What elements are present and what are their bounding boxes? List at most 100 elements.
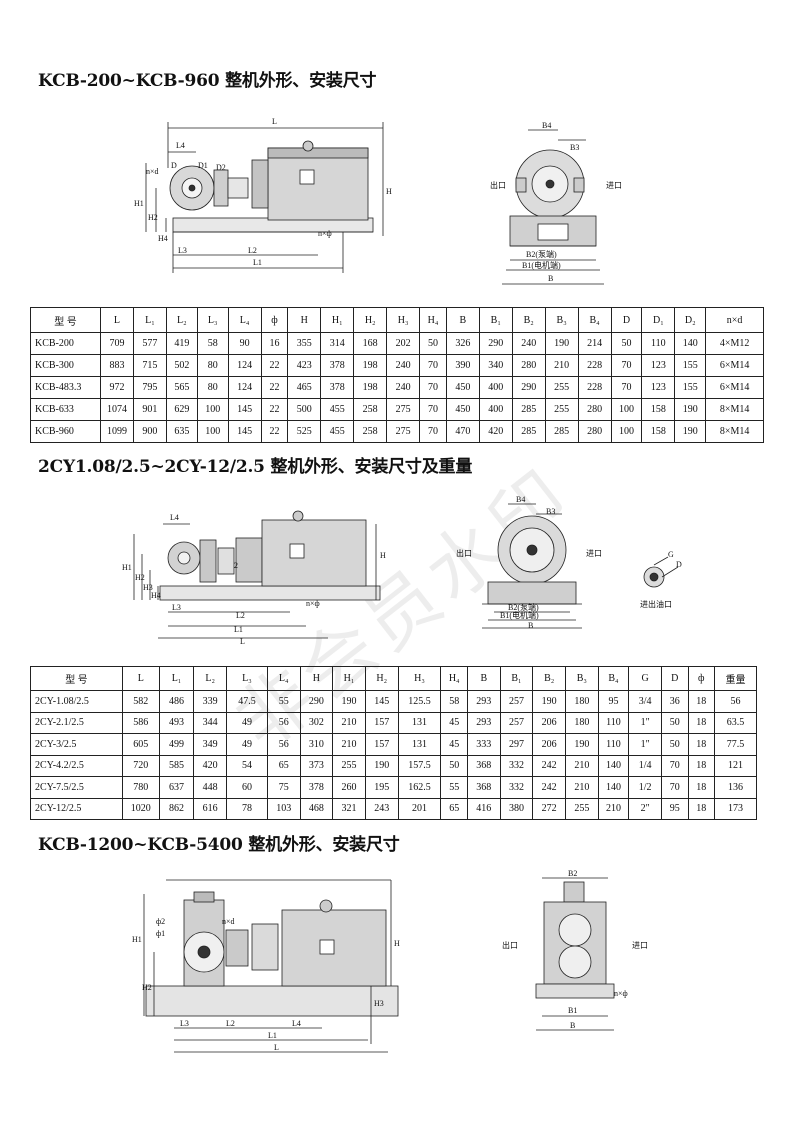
- value-cell: 190: [544, 332, 579, 355]
- value-cell: 157.5: [397, 754, 442, 777]
- value-cell: 190: [564, 733, 599, 756]
- value-cell: 6×M14: [705, 376, 764, 399]
- value-cell: 110: [641, 332, 676, 355]
- value-cell: 302: [299, 711, 334, 734]
- dim-D1: D1: [198, 161, 208, 170]
- label-G: G: [668, 550, 674, 559]
- dim-B2: B2: [568, 869, 577, 878]
- col-header: H: [287, 307, 322, 333]
- value-cell: 198: [353, 376, 388, 399]
- col-header: B₄: [577, 307, 612, 333]
- value-cell: 586: [121, 711, 160, 734]
- label-inlet: 进口: [632, 941, 648, 950]
- value-cell: 605: [121, 733, 160, 756]
- col-header: H₂: [353, 307, 388, 333]
- dim-B1: B1: [568, 1006, 577, 1015]
- value-cell: 157: [364, 733, 399, 756]
- value-cell: 70: [660, 754, 689, 777]
- value-cell: 58: [196, 332, 229, 355]
- value-cell: 210: [564, 776, 599, 799]
- value-cell: 400: [478, 376, 513, 399]
- dim-H1: H1: [132, 935, 142, 944]
- value-cell: 455: [320, 398, 355, 421]
- col-header: B₁: [478, 307, 513, 333]
- value-cell: 257: [499, 711, 534, 734]
- value-cell: 368: [466, 754, 501, 777]
- value-cell: 206: [532, 711, 566, 734]
- label-D: D: [676, 560, 682, 569]
- value-cell: 78: [226, 797, 268, 820]
- dim-B2: B2(泵端): [526, 249, 557, 259]
- value-cell: 123: [641, 354, 676, 377]
- value-cell: 285: [511, 398, 546, 421]
- value-cell: 285: [511, 420, 546, 443]
- col-header: D: [610, 307, 643, 333]
- dim-B2: B2(泵端): [508, 602, 539, 612]
- value-cell: 110: [597, 711, 630, 734]
- value-cell: 709: [100, 332, 134, 355]
- value-cell: 332: [499, 754, 534, 777]
- value-cell: 22: [260, 398, 289, 421]
- value-cell: 56: [266, 733, 301, 756]
- dim-B1: B1(电机端): [500, 610, 539, 620]
- value-cell: 373: [299, 754, 334, 777]
- value-cell: 50: [610, 332, 643, 355]
- col-header: H: [299, 666, 334, 691]
- value-cell: 240: [386, 354, 421, 377]
- value-cell: 190: [364, 754, 399, 777]
- oil-port-detail: G D 进出油口: [632, 545, 692, 615]
- model-cell: 2CY-2.1/2.5: [30, 711, 123, 734]
- value-cell: 257: [499, 690, 534, 713]
- value-cell: 65: [440, 797, 468, 820]
- dim-L2: L2: [248, 246, 257, 255]
- col-header: H₁: [320, 307, 355, 333]
- value-cell: 54: [226, 754, 268, 777]
- dim-nxphi: n×ф: [614, 989, 628, 998]
- value-cell: 56: [714, 690, 757, 713]
- value-cell: 368: [466, 776, 501, 799]
- dim-B1: B1(电机端): [522, 260, 561, 270]
- value-cell: 131: [397, 733, 442, 756]
- value-cell: 500: [287, 398, 322, 421]
- label-port-caption: 进出油口: [640, 599, 672, 609]
- value-cell: 158: [641, 398, 676, 421]
- value-cell: 1": [628, 711, 662, 734]
- value-cell: 136: [714, 776, 757, 799]
- kcb-200-end-view: B4 B3 出口 进口 B2(泵端) B1(电机端) B: [488, 118, 638, 288]
- value-cell: 1099: [100, 420, 134, 443]
- col-header: n×d: [705, 307, 764, 333]
- value-cell: 420: [478, 420, 513, 443]
- col-header: H₂: [364, 666, 399, 691]
- value-cell: 258: [353, 420, 388, 443]
- value-cell: 124: [227, 376, 262, 399]
- kcb-200-960-spec-table: 型 号 L L₁ L₂ L₃ L₄ ф H H₁ H₂ H₃ H₄ B B₁ B…: [30, 307, 764, 443]
- col-header: L₃: [226, 666, 268, 691]
- value-cell: 210: [597, 797, 630, 820]
- col-header: L₄: [227, 307, 262, 333]
- value-cell: 900: [132, 420, 167, 443]
- dim-L: L: [274, 1043, 279, 1052]
- value-cell: 780: [121, 776, 160, 799]
- table-header-row: 型 号 L L₁ L₂ L₃ L₄ ф H H₁ H₂ H₃ H₄ B B₁ B…: [30, 307, 764, 333]
- dim-L4: L4: [292, 1019, 301, 1028]
- value-cell: 210: [564, 754, 599, 777]
- value-cell: 3/4: [628, 690, 662, 713]
- value-cell: 77.5: [714, 733, 757, 756]
- kcb-200-side-view: L L4 D1 D2 D n×d H H1 H2 H4 L3 L2 L1 n×ф: [128, 108, 403, 283]
- value-cell: 258: [353, 398, 388, 421]
- value-cell: 585: [158, 754, 195, 777]
- value-cell: 242: [532, 776, 566, 799]
- model-cell: 2CY-1.08/2.5: [30, 690, 123, 713]
- dim-H2: H2: [148, 213, 158, 222]
- value-cell: 240: [511, 332, 546, 355]
- value-cell: 22: [260, 376, 289, 399]
- value-cell: 80: [196, 376, 229, 399]
- value-cell: 499: [158, 733, 195, 756]
- value-cell: 45: [440, 711, 468, 734]
- col-header: H₃: [397, 666, 442, 691]
- value-cell: 55: [440, 776, 468, 799]
